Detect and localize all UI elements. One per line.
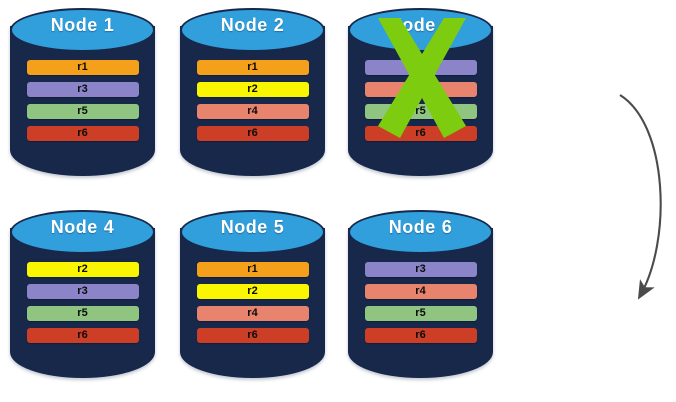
node-top-ellipse <box>348 210 493 254</box>
record-list: r1 r2 r4 r6 <box>180 262 325 350</box>
node-top-ellipse <box>180 8 325 52</box>
node-top-ellipse <box>10 8 155 52</box>
node-label-text: Node <box>220 217 268 237</box>
record-bar-r6[interactable]: r6 <box>26 328 139 343</box>
node-number-text: 6 <box>441 217 453 237</box>
node-number-text: 4 <box>103 217 115 237</box>
node-number-text: 5 <box>273 217 285 237</box>
record-bar-r6[interactable]: r6 <box>196 328 309 343</box>
node-label-text: Node <box>50 217 98 237</box>
record-bar-r1[interactable]: r1 <box>196 60 309 75</box>
node-label-text: Node <box>388 217 436 237</box>
record-bar-r4[interactable]: r4 <box>196 306 309 321</box>
record-list: r2 r3 r5 r6 <box>10 262 155 350</box>
failover-arrow-path <box>619 94 662 300</box>
record-bar-r2[interactable]: r2 <box>196 284 309 299</box>
record-bar-r5[interactable]: r5 <box>26 306 139 321</box>
record-bar-r5[interactable]: r5 <box>364 306 477 321</box>
record-bar-r3[interactable]: r3 <box>26 284 139 299</box>
node-number-text: 2 <box>273 15 285 35</box>
record-bar-r3[interactable]: r3 <box>364 60 477 75</box>
record-bar-r4[interactable]: r4 <box>364 284 477 299</box>
record-bar-r6[interactable]: r6 <box>364 126 477 141</box>
node-top-ellipse <box>180 210 325 254</box>
node-label-text: Node <box>220 15 268 35</box>
node-label-text: Node <box>50 15 98 35</box>
record-list: r3 r4 r5 r6 <box>348 60 493 148</box>
record-bar-r2[interactable]: r2 <box>196 82 309 97</box>
record-list: r3 r4 r5 r6 <box>348 262 493 350</box>
record-bar-r3[interactable]: r3 <box>26 82 139 97</box>
node-number-text: 1 <box>103 15 115 35</box>
record-bar-r4[interactable]: r4 <box>196 104 309 119</box>
record-bar-r2[interactable]: r2 <box>26 262 139 277</box>
record-bar-r3[interactable]: r3 <box>364 262 477 277</box>
node-number-text: 3 <box>441 15 453 35</box>
node-top-ellipse <box>10 210 155 254</box>
record-bar-r1[interactable]: r1 <box>26 60 139 75</box>
node-label-text: Node <box>388 15 436 35</box>
record-bar-r5[interactable]: r5 <box>364 104 477 119</box>
record-bar-r6[interactable]: r6 <box>26 126 139 141</box>
record-bar-r6[interactable]: r6 <box>364 328 477 343</box>
record-bar-r1[interactable]: r1 <box>196 262 309 277</box>
record-bar-r4[interactable]: r4 <box>364 82 477 97</box>
record-list: r1 r2 r4 r6 <box>180 60 325 148</box>
record-bar-r6[interactable]: r6 <box>196 126 309 141</box>
record-bar-r5[interactable]: r5 <box>26 104 139 119</box>
record-list: r1 r3 r5 r6 <box>10 60 155 148</box>
